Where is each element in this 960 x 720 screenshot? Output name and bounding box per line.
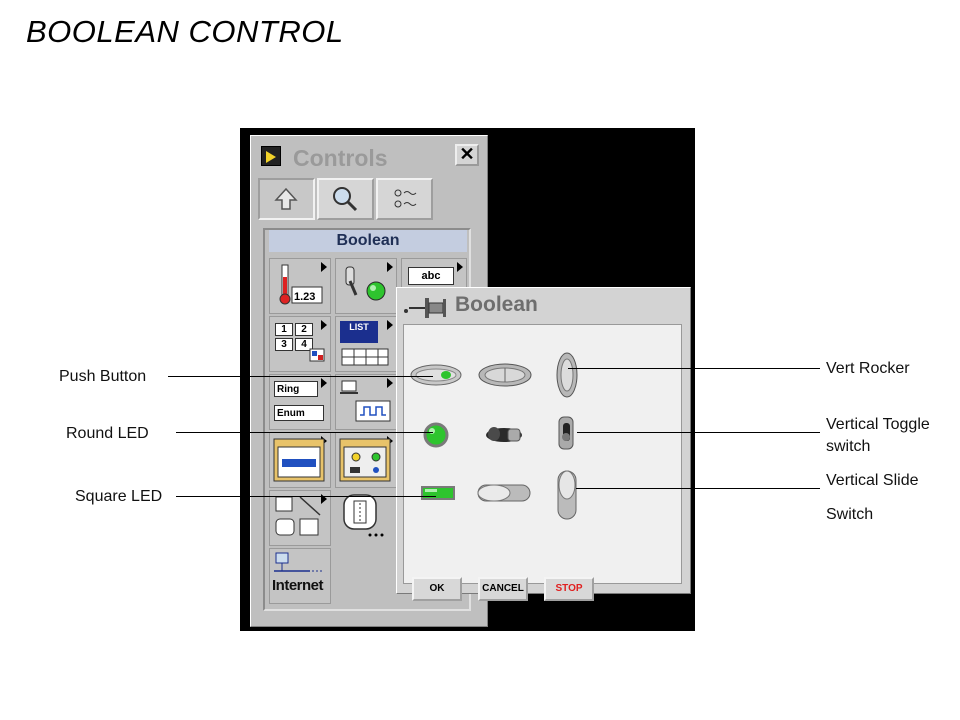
controls-title: Controls xyxy=(293,145,388,171)
refnum-palette-cell[interactable] xyxy=(335,490,397,546)
vert-rocker-control[interactable] xyxy=(556,352,578,398)
numeric-readout: 1.23 xyxy=(294,291,316,303)
enum-cell-label: Enum xyxy=(274,405,324,421)
list-table-palette-cell[interactable]: LIST xyxy=(335,316,397,372)
internet-cell-label: Internet xyxy=(272,577,324,594)
shapes-icon xyxy=(275,496,321,536)
array-index: 3 xyxy=(275,338,293,351)
thermometer-icon xyxy=(279,264,323,305)
waveform-io-icon xyxy=(340,380,391,422)
graphics-palette-cell[interactable] xyxy=(269,490,331,546)
vertical-slide-switch-control[interactable] xyxy=(557,470,577,520)
vertical-toggle-switch-control[interactable] xyxy=(558,416,574,450)
string-cell-label: abc xyxy=(408,267,454,285)
ok-button[interactable]: OK xyxy=(412,577,462,601)
boolean-palette-title: Boolean xyxy=(455,293,538,316)
boolean-controls-area: OK CANCEL STOP xyxy=(403,324,682,601)
callout-push-button: Push Button xyxy=(59,368,147,385)
network-icon xyxy=(274,552,324,572)
leader-line-vert-rocker xyxy=(568,368,820,369)
close-icon: ✕ xyxy=(459,144,475,164)
close-button[interactable]: ✕ xyxy=(455,144,479,166)
search-icon xyxy=(333,187,358,212)
table-icon xyxy=(341,348,389,366)
array-grid: 1 2 3 4 xyxy=(275,323,315,351)
square-led-control[interactable] xyxy=(421,486,455,500)
refnum-icon xyxy=(343,494,384,537)
controls-titlebar[interactable]: Controls ✕ xyxy=(251,136,487,174)
internet-palette-cell[interactable]: Internet xyxy=(269,548,331,604)
round-led-control[interactable] xyxy=(423,422,449,448)
rocker-button-control[interactable] xyxy=(478,363,532,387)
cancel-button[interactable]: CANCEL xyxy=(478,577,528,601)
horizontal-slide-switch-control[interactable] xyxy=(477,484,531,502)
page-title: BOOLEAN CONTROL xyxy=(26,14,344,49)
array-index: 2 xyxy=(295,323,313,336)
cluster-icon xyxy=(309,348,325,362)
labview-icon xyxy=(261,146,281,166)
callout-round-led: Round LED xyxy=(66,425,149,442)
panel-decoration-icon xyxy=(339,438,391,482)
toggle-led-icon xyxy=(345,266,386,301)
leader-line-push-button xyxy=(168,376,433,377)
callout-vertical-toggle: Vertical Toggle switch xyxy=(826,414,930,458)
ring-cell-label: Ring xyxy=(274,381,318,397)
callout-vert-rocker: Vert Rocker xyxy=(826,360,910,377)
boolean-palette-window: Boolean xyxy=(396,287,691,601)
search-button[interactable] xyxy=(317,178,374,220)
ring-enum-palette-cell[interactable]: Ring Enum xyxy=(269,374,331,430)
decorations-palette-cell[interactable] xyxy=(335,432,397,488)
callout-vertical-slide-line2: Switch xyxy=(826,506,874,523)
container-window-icon xyxy=(273,438,325,482)
push-button-control[interactable] xyxy=(410,364,462,386)
list-cell-label: LIST xyxy=(340,321,378,343)
callout-vertical-slide-line1: Vertical Slide xyxy=(826,472,919,489)
callout-square-led: Square LED xyxy=(75,488,163,505)
up-level-button[interactable] xyxy=(258,178,315,220)
array-palette-cell[interactable]: 1 2 3 4 xyxy=(269,316,331,372)
callout-vertical-toggle-line1: Vertical Toggle xyxy=(826,416,930,433)
leader-line-round-led xyxy=(176,432,433,433)
array-index: 4 xyxy=(295,338,313,351)
up-arrow-icon xyxy=(274,187,298,210)
array-index: 1 xyxy=(275,323,293,336)
pushpin-icon[interactable] xyxy=(401,294,453,318)
containers-palette-cell[interactable] xyxy=(269,432,331,488)
numeric-palette-cell[interactable]: 1.23 xyxy=(269,258,331,314)
category-header: Boolean xyxy=(269,230,467,252)
leader-line-vertical-slide xyxy=(576,488,820,489)
stop-button[interactable]: STOP xyxy=(544,577,594,601)
callout-vertical-toggle-line2: switch xyxy=(826,438,871,455)
leader-line-vertical-toggle xyxy=(577,432,820,433)
leader-line-square-led xyxy=(176,496,436,497)
io-palette-cell[interactable] xyxy=(335,374,397,430)
callout-vertical-slide: Vertical Slide Switch xyxy=(826,470,919,526)
options-list-icon xyxy=(394,189,417,208)
boolean-palette-cell[interactable] xyxy=(335,258,397,314)
options-button[interactable] xyxy=(376,178,433,220)
horizontal-toggle-control[interactable] xyxy=(486,427,522,442)
